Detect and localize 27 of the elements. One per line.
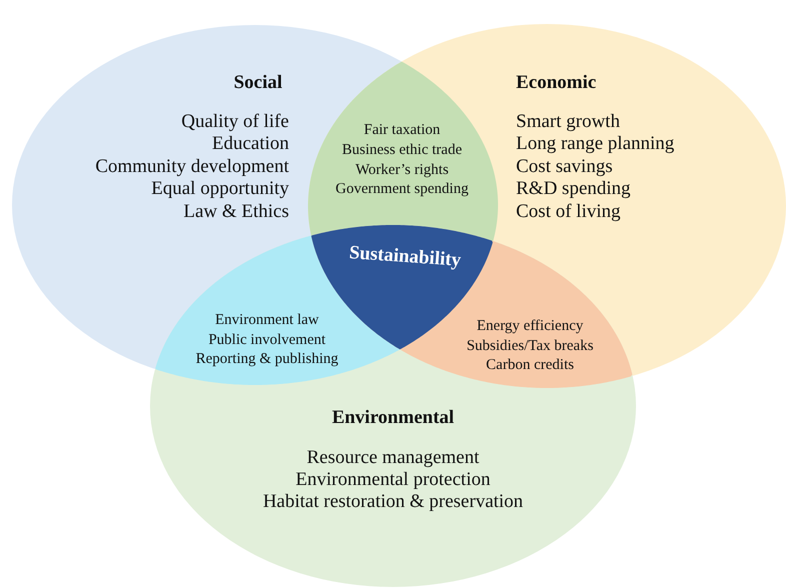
list-item: Cost of living bbox=[516, 202, 621, 222]
overlap-label: Environment law bbox=[215, 312, 319, 328]
list-item: Education bbox=[212, 134, 289, 154]
overlap-label: Reporting & publishing bbox=[196, 350, 338, 368]
circle-heading: Economic bbox=[516, 72, 596, 94]
circle-heading: Environmental bbox=[332, 408, 454, 428]
overlap-label: Subsidies/Tax breaks bbox=[466, 338, 594, 354]
list-item: Quality of life bbox=[181, 112, 289, 132]
list-item: Long range planning bbox=[516, 134, 674, 154]
list-item: Resource management bbox=[306, 448, 480, 468]
center-label: Sustainability bbox=[348, 242, 462, 272]
overlap-label: Energy efficiency bbox=[476, 318, 584, 334]
overlap-label: Business ethic trade bbox=[342, 142, 462, 158]
list-item: Law & Ethics bbox=[183, 202, 289, 222]
overlap-label: Public involvement bbox=[208, 332, 326, 348]
list-item: R&D spending bbox=[516, 178, 631, 200]
circle-heading: Social bbox=[234, 72, 282, 94]
overlap-label: Government spending bbox=[336, 180, 468, 198]
overlap-label: Carbon credits bbox=[486, 356, 574, 374]
list-item: Equal opportunity bbox=[151, 178, 289, 200]
list-item: Environmental protection bbox=[296, 470, 490, 490]
list-item: Community development bbox=[95, 156, 289, 178]
overlap-label: Worker’s rights bbox=[355, 162, 449, 178]
overlap-label: Fair taxation bbox=[364, 122, 440, 138]
list-item: Cost savings bbox=[516, 156, 613, 178]
list-item: Habitat restoration & preservation bbox=[262, 492, 524, 512]
list-item: Smart growth bbox=[516, 112, 620, 132]
